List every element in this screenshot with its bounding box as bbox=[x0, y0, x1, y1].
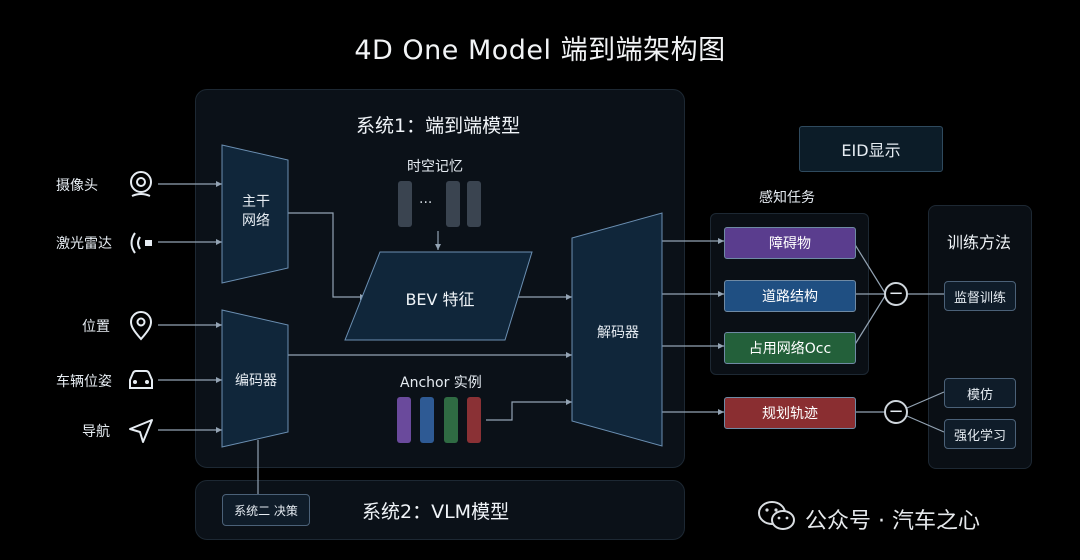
decoder-label: 解码器 bbox=[597, 325, 639, 341]
training-imitation: 模仿 bbox=[944, 378, 1016, 408]
training-reinforcement: 强化学习 bbox=[944, 419, 1016, 449]
memory-label: 时空记忆 bbox=[407, 159, 463, 175]
system2-decision-box: 系统二 决策 bbox=[222, 494, 310, 526]
watermark-text: 公众号 · 汽车之心 bbox=[805, 509, 980, 534]
input-label-lidar: 激光雷达 bbox=[56, 236, 112, 252]
eid-display-label: EID显示 bbox=[841, 141, 901, 160]
camera-icon bbox=[130, 171, 152, 197]
input-label-location: 位置 bbox=[82, 319, 110, 335]
memory-bar bbox=[398, 181, 412, 227]
page-title: 4D One Model 端到端架构图 bbox=[354, 35, 726, 66]
planning-loss-minus-icon: − bbox=[884, 400, 908, 424]
perception-loss-minus-icon: − bbox=[884, 282, 908, 306]
system1-title: 系统1：端到端模型 bbox=[356, 115, 521, 137]
anchor-bar bbox=[467, 397, 481, 443]
input-label-navigation: 导航 bbox=[82, 424, 110, 440]
memory-bar bbox=[446, 181, 460, 227]
system2-title: 系统2：VLM模型 bbox=[362, 501, 510, 523]
backbone-label-line2: 网络 bbox=[242, 213, 270, 229]
backbone-label: 主干 网络 bbox=[228, 193, 284, 231]
eid-display-box: EID显示 bbox=[799, 126, 943, 172]
memory-ellipsis: ··· bbox=[419, 195, 433, 211]
task-planning-trajectory: 规划轨迹 bbox=[724, 397, 856, 429]
perception-label: 感知任务 bbox=[759, 190, 815, 206]
backbone-label-line1: 主干 bbox=[242, 194, 270, 210]
lidar-icon bbox=[130, 232, 152, 254]
memory-bar bbox=[467, 181, 481, 227]
bev-shape bbox=[344, 251, 533, 341]
decoder-shape bbox=[571, 212, 663, 447]
location-pin-icon bbox=[129, 311, 153, 341]
navigation-arrow-icon bbox=[129, 419, 153, 443]
car-icon bbox=[129, 370, 153, 389]
task-road-structure: 道路结构 bbox=[724, 280, 856, 312]
encoder-shape bbox=[221, 309, 289, 448]
input-label-camera: 摄像头 bbox=[56, 178, 98, 194]
wechat-icon bbox=[758, 501, 795, 530]
backbone-shape bbox=[221, 144, 289, 284]
task-obstacles: 障碍物 bbox=[724, 227, 856, 259]
anchor-bar bbox=[397, 397, 411, 443]
bev-label: BEV 特征 bbox=[405, 290, 475, 309]
anchor-bar bbox=[420, 397, 434, 443]
training-title: 训练方法 bbox=[946, 233, 1011, 252]
training-supervised: 监督训练 bbox=[944, 281, 1016, 311]
task-occupancy: 占用网络Occ bbox=[724, 332, 856, 364]
anchor-label: Anchor 实例 bbox=[400, 375, 482, 391]
anchor-bar bbox=[444, 397, 458, 443]
input-label-vehicle-pose: 车辆位姿 bbox=[56, 374, 112, 390]
encoder-label: 编码器 bbox=[235, 373, 277, 389]
